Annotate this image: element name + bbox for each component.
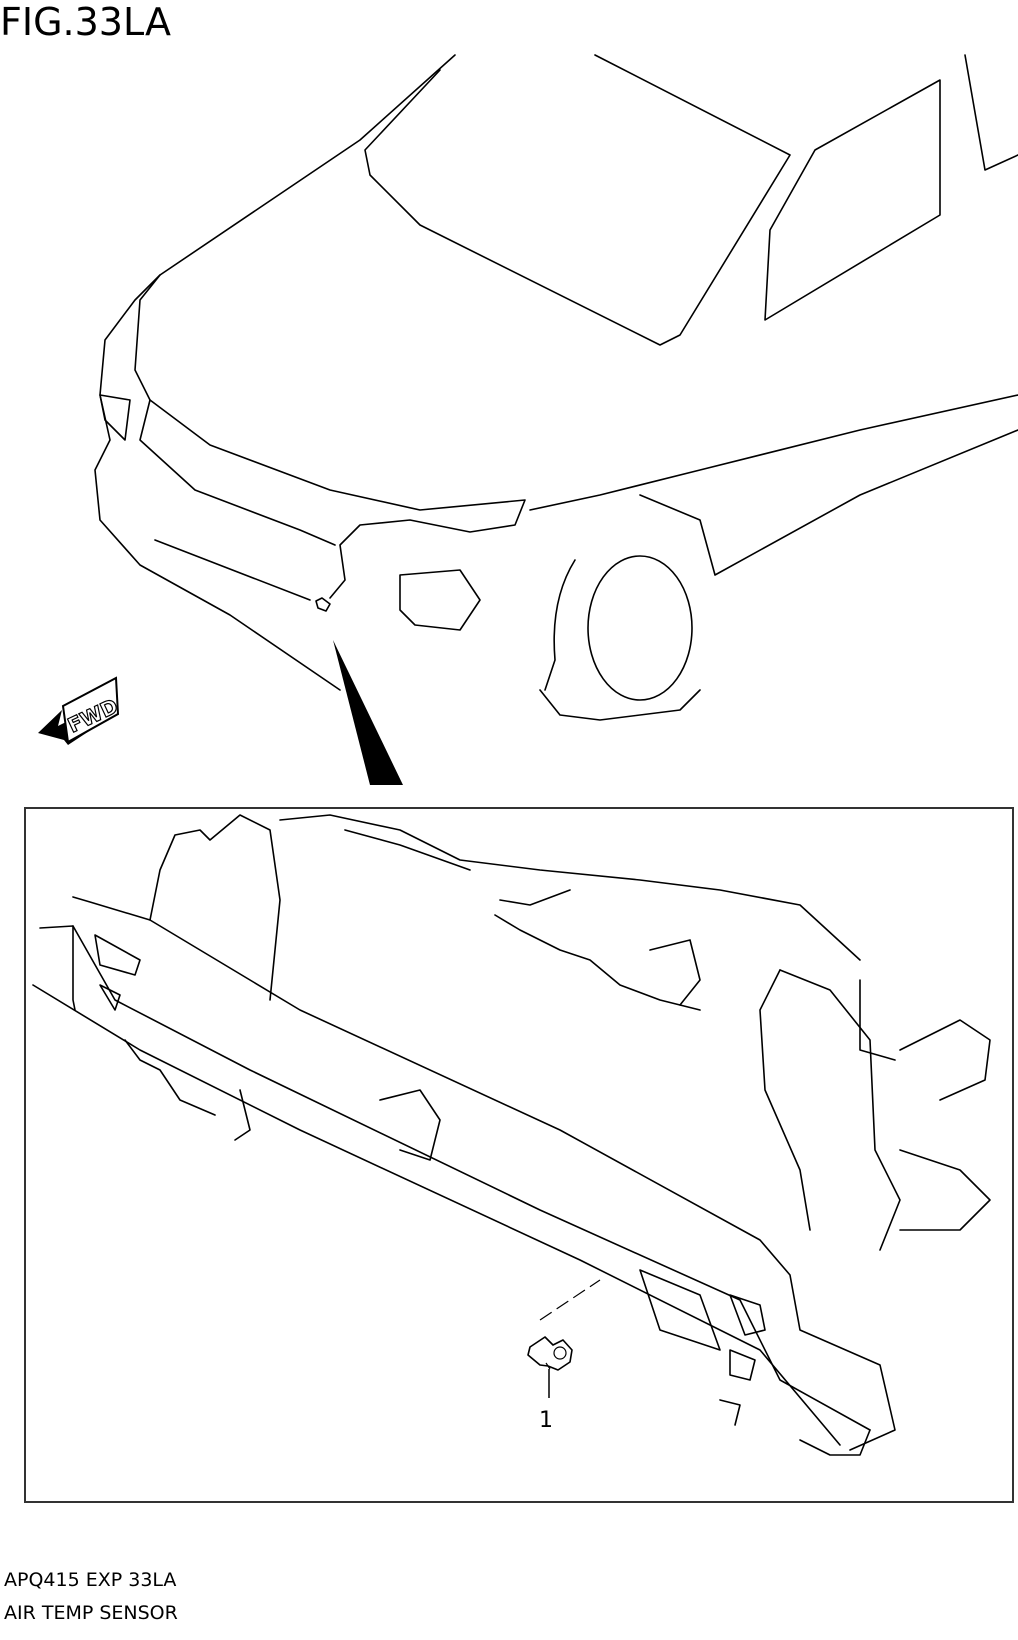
air-temp-sensor-part	[527, 1336, 573, 1371]
diagram-name: AIR TEMP SENSOR	[4, 1602, 178, 1624]
callout-number: 1	[539, 1408, 553, 1433]
fwd-arrow-icon: FWD	[38, 676, 122, 745]
detail-frame	[24, 807, 1014, 1503]
pointer-wedge	[333, 640, 403, 785]
diagram-code: APQ415 EXP 33LA	[4, 1569, 177, 1591]
car-body-outline	[94, 54, 1018, 721]
figure-title: FIG.33LA	[0, 0, 171, 44]
radiator-support-drawing	[32, 814, 991, 1456]
